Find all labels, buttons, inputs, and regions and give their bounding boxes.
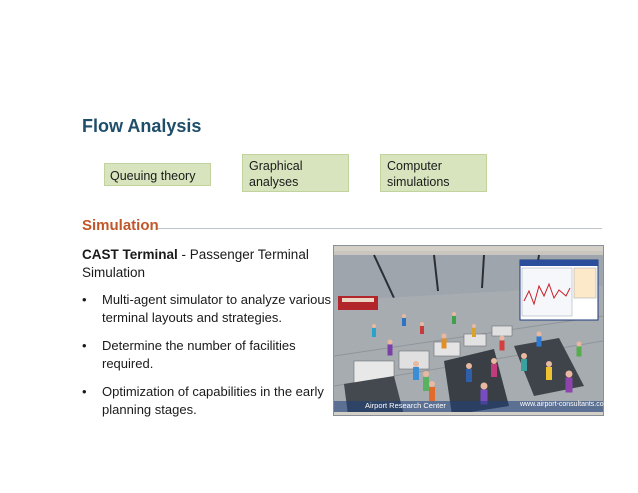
bullet-dot: • (82, 292, 87, 307)
method-box-queuing: Queuing theory (104, 163, 211, 186)
screenshot-caption-right: www.airport-consultants.com (520, 401, 610, 408)
bullet-text: Determine the number of facilities requi… (102, 338, 296, 371)
bullet-text: Optimization of capabilities in the earl… (102, 384, 324, 417)
method-label: Computer simulations (387, 159, 450, 189)
section-divider (158, 228, 602, 229)
page-title: Flow Analysis (82, 116, 202, 136)
method-label: Queuing theory (110, 169, 196, 183)
bullet-list: • Multi-agent simulator to analyze vario… (82, 291, 332, 429)
terminal-3d-render (334, 246, 603, 415)
bullet-item: • Determine the number of facilities req… (82, 337, 332, 373)
method-label: Graphical analyses (249, 159, 303, 189)
subtitle-description: - Passenger Terminal Simulation (82, 247, 309, 280)
method-box-computer: Computer simulations (380, 154, 487, 192)
bullet-item: • Optimization of capabilities in the ea… (82, 383, 332, 419)
bullet-dot: • (82, 338, 87, 353)
simulation-screenshot (333, 245, 604, 416)
section-title: Simulation (82, 217, 159, 234)
passenger-figures (372, 312, 582, 405)
bullet-item: • Multi-agent simulator to analyze vario… (82, 291, 332, 327)
bullet-text: Multi-agent simulator to analyze various… (102, 292, 332, 325)
method-box-graphical: Graphical analyses (242, 154, 349, 192)
section-subtitle: CAST Terminal - Passenger Terminal Simul… (82, 246, 332, 282)
subtitle-product: CAST Terminal (82, 247, 178, 262)
screenshot-caption-left: Airport Research Center (365, 401, 446, 410)
bullet-dot: • (82, 384, 87, 399)
